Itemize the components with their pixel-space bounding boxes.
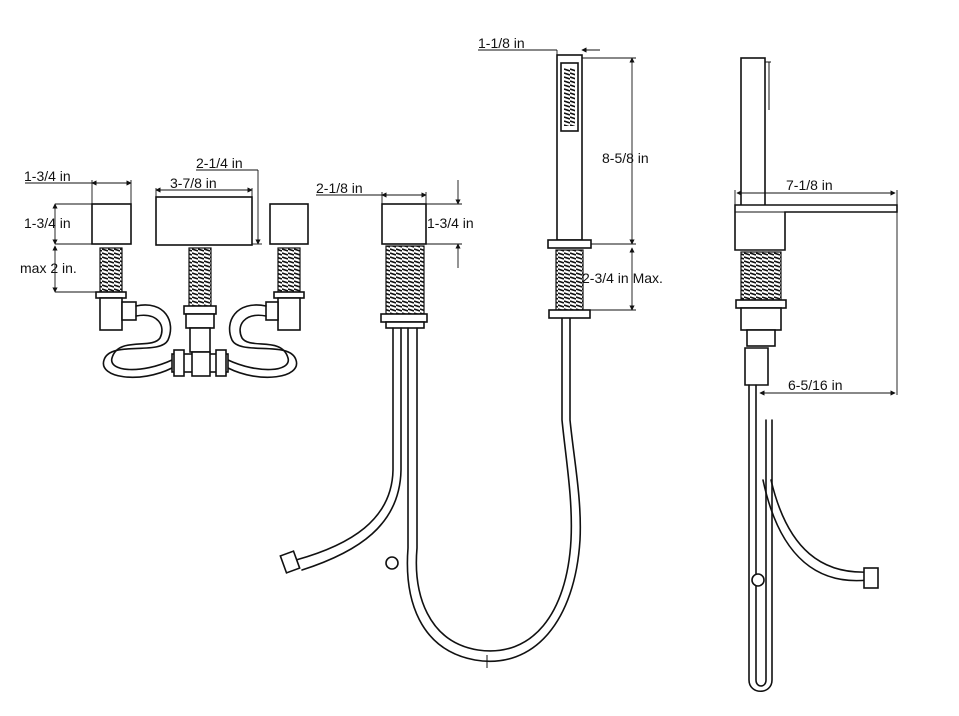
hs-base-width-label: 2-1/8 in: [316, 180, 363, 196]
supply-nut: [279, 550, 301, 574]
supply-line-left: [295, 327, 394, 561]
base-threaded-shank: [385, 245, 425, 315]
spout-body: [155, 196, 253, 246]
spout-width-label: 3-7/8 in: [170, 175, 217, 191]
holder-max-label: 2-3/4 in Max.: [582, 270, 663, 286]
side-offset-label: 6-5/16 in: [788, 377, 842, 393]
spout-height-label: 2-1/4 in: [196, 155, 243, 171]
holder-threaded-shank: [555, 249, 584, 311]
front-view: 1-3/4 in 1-3/4 in max 2 in. 3-7/8 in 2-1…: [20, 155, 309, 379]
left-hose: [102, 304, 173, 379]
side-reach-label: 7-1/8 in: [786, 177, 833, 193]
side-supply-line: [762, 479, 869, 582]
handshower-hose: [406, 317, 582, 663]
left-threaded-shank: [99, 247, 123, 293]
left-handle: [91, 203, 132, 245]
side-hose: [748, 384, 773, 693]
side-view: 7-1/8 in 6-5/16 in: [734, 57, 898, 693]
hose-weight: [385, 556, 399, 570]
front-left-height-label: 1-3/4 in: [24, 215, 71, 231]
side-handshower: [740, 57, 766, 211]
handshower-width-label: 1-1/8 in: [478, 35, 525, 51]
front-left-width-label: 1-3/4 in: [24, 168, 71, 184]
spray-nozzles: [564, 68, 575, 126]
handshower-height-label: 8-5/8 in: [602, 150, 649, 166]
spout-threaded-shank: [188, 247, 212, 307]
hs-base-height-label: 1-3/4 in: [427, 215, 474, 231]
handshower-base: [381, 203, 427, 245]
right-threaded-shank: [277, 247, 301, 293]
handshower-front-view: 2-1/8 in 1-3/4 in 1-1/8 in 8-5/8 in 2-3/…: [279, 35, 663, 668]
right-hose: [227, 304, 298, 379]
side-supply-nut: [863, 567, 879, 589]
side-threaded-shank: [740, 251, 782, 301]
handshower-holder: [547, 239, 592, 249]
front-left-max-depth-label: max 2 in.: [20, 260, 77, 276]
right-handle: [269, 203, 309, 245]
